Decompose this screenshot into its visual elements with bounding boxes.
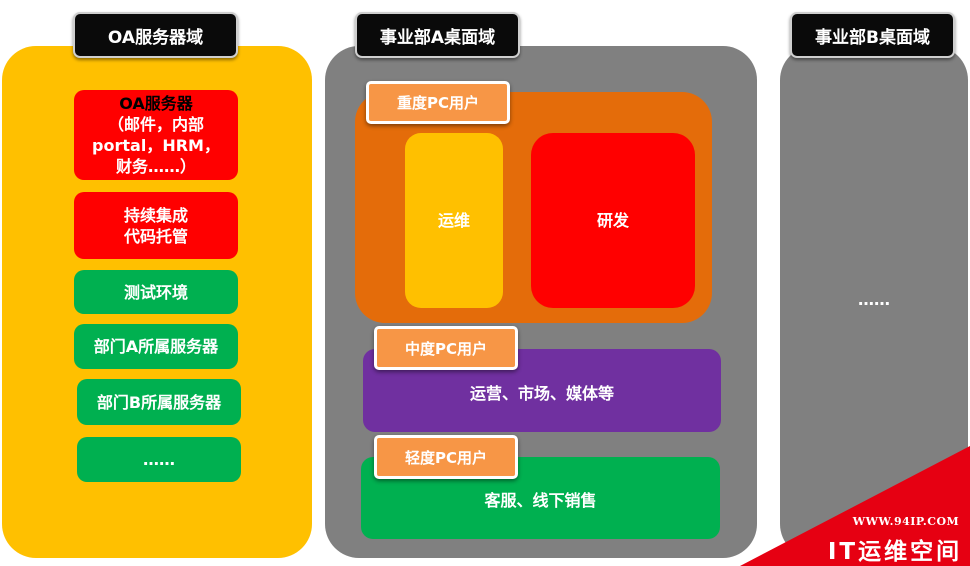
light-group-label: 客服、线下销售 (484, 490, 597, 510)
more-servers-box: …… (77, 437, 241, 482)
dept-a-server-box: 部门A所属服务器 (74, 324, 238, 369)
dept-b-placeholder: …… (858, 290, 890, 309)
watermark-triangle (740, 446, 970, 566)
oa-server-line: 财务……） (115, 157, 196, 176)
oa-server-line: OA服务器 (119, 94, 193, 113)
light-pc-label: 轻度PC用户 (374, 435, 518, 479)
test-env-label: 测试环境 (123, 282, 188, 302)
ci-line: 持续集成 (123, 205, 188, 225)
watermark-name: IT运维空间 (827, 539, 963, 565)
dept-b-server-box: 部门B所属服务器 (77, 379, 241, 425)
watermark-url: WWW.94IP.COM (852, 515, 960, 528)
heavy-pc-label: 重度PC用户 (366, 81, 510, 124)
test-env-box: 测试环境 (74, 270, 238, 314)
ci-line: 代码托管 (123, 226, 188, 246)
medium-pc-label: 中度PC用户 (374, 326, 518, 370)
dept-a-domain-title: 事业部A桌面域 (355, 12, 520, 58)
oa-server-line: portal，HRM， (92, 136, 220, 155)
ops-group-box: 运维 (405, 133, 503, 308)
oa-server-line: （邮件，内部 (107, 115, 204, 134)
rnd-group-label: 研发 (596, 211, 629, 230)
rnd-group-box: 研发 (531, 133, 695, 308)
oa-domain-title: OA服务器域 (73, 12, 238, 58)
dept-b-domain-title: 事业部B桌面域 (790, 12, 955, 58)
medium-group-label: 运营、市场、媒体等 (469, 384, 614, 403)
ci-code-hosting-box: 持续集成 代码托管 (74, 192, 238, 259)
more-servers-label: …… (143, 450, 175, 469)
dept-a-server-label: 部门A所属服务器 (93, 337, 219, 356)
oa-server-box: OA服务器 （邮件，内部 portal，HRM， 财务……） (74, 90, 238, 180)
dept-b-server-label: 部门B所属服务器 (96, 392, 222, 412)
ops-group-label: 运维 (437, 211, 470, 230)
